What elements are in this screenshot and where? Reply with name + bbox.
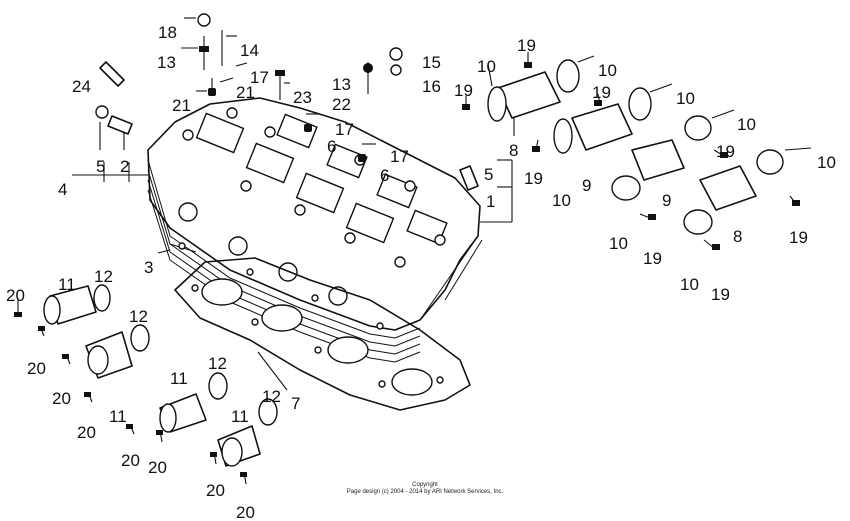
intake-boots bbox=[487, 59, 784, 235]
callout-c14: 14 bbox=[240, 41, 259, 60]
callout-c12c: 12 bbox=[208, 354, 227, 373]
copyright-line-1: Copyright bbox=[412, 482, 438, 488]
callout-c3: 3 bbox=[144, 258, 153, 277]
callout-c10d: 10 bbox=[737, 115, 756, 134]
callout-c19e: 19 bbox=[716, 142, 735, 161]
callout-c10f: 10 bbox=[817, 153, 836, 172]
callout-c19f: 19 bbox=[643, 249, 662, 268]
callout-c13a: 13 bbox=[157, 53, 176, 72]
callout-c15: 15 bbox=[422, 53, 441, 72]
callout-c1: 1 bbox=[486, 192, 495, 211]
callout-c21b: 21 bbox=[172, 96, 191, 115]
callout-c8b: 8 bbox=[733, 227, 742, 246]
callout-c10a: 10 bbox=[477, 57, 496, 76]
callout-c12b: 12 bbox=[129, 307, 148, 326]
callout-c19d: 19 bbox=[524, 169, 543, 188]
callout-c22: 22 bbox=[332, 95, 351, 114]
callout-c11b: 11 bbox=[109, 407, 127, 426]
callout-c21a: 21 bbox=[236, 83, 255, 102]
callout-c19h: 19 bbox=[711, 285, 730, 304]
callout-c11c: 11 bbox=[170, 369, 188, 388]
callout-c19g: 19 bbox=[789, 228, 808, 247]
callout-c20c: 20 bbox=[52, 389, 71, 408]
callout-c23: 23 bbox=[293, 88, 312, 107]
callout-c10e: 10 bbox=[552, 191, 571, 210]
callout-c20h: 20 bbox=[236, 503, 255, 521]
callout-c20e: 20 bbox=[121, 451, 140, 470]
callout-c9a: 9 bbox=[582, 176, 591, 195]
callout-c17b: 17 bbox=[335, 120, 354, 139]
callout-c11d: 11 bbox=[231, 407, 249, 426]
callout-c10h: 10 bbox=[680, 275, 699, 294]
exhaust-fittings bbox=[14, 284, 278, 485]
clamp-screws bbox=[462, 52, 800, 250]
cylinder-head bbox=[147, 97, 483, 363]
head-gasket bbox=[174, 257, 471, 411]
copyright-notice: Copyright Page design (c) 2004 - 2014 by… bbox=[0, 482, 850, 496]
callout-c20b: 20 bbox=[27, 359, 46, 378]
copyright-line-2: Page design (c) 2004 - 2014 by ARI Netwo… bbox=[346, 489, 504, 495]
callout-c12d: 12 bbox=[262, 387, 281, 406]
callout-c5b: 5 bbox=[484, 165, 493, 184]
callout-c20g: 20 bbox=[206, 481, 225, 500]
callout-c5a: 5 bbox=[96, 157, 105, 176]
callout-c9b: 9 bbox=[662, 191, 671, 210]
head-hardware bbox=[95, 13, 479, 253]
callout-c24: 24 bbox=[72, 77, 91, 96]
callout-c2: 2 bbox=[120, 157, 129, 176]
callout-c18: 18 bbox=[158, 23, 177, 42]
callout-c13b: 13 bbox=[332, 75, 351, 94]
callout-c17c: 17 bbox=[390, 147, 409, 166]
callout-c10b: 10 bbox=[598, 61, 617, 80]
callout-c7: 7 bbox=[291, 394, 300, 413]
callout-c10g: 10 bbox=[609, 234, 628, 253]
callout-c12a: 12 bbox=[94, 267, 113, 286]
callout-c19c: 19 bbox=[592, 83, 611, 102]
callout-c19a: 19 bbox=[517, 36, 536, 55]
callout-c20f: 20 bbox=[148, 458, 167, 477]
callout-c6b: 6 bbox=[380, 166, 389, 185]
callout-c16: 16 bbox=[422, 77, 441, 96]
callout-c20a: 20 bbox=[6, 286, 25, 305]
callout-c17a: 17 bbox=[250, 68, 269, 87]
callout-c19b: 19 bbox=[454, 81, 473, 100]
callout-c11a: 11 bbox=[58, 275, 76, 294]
callout-c10c: 10 bbox=[676, 89, 695, 108]
callout-c6a: 6 bbox=[327, 137, 336, 156]
callout-c4: 4 bbox=[58, 180, 67, 199]
callout-c20d: 20 bbox=[77, 423, 96, 442]
leader-lines bbox=[72, 17, 812, 391]
callout-c8a: 8 bbox=[509, 141, 518, 160]
